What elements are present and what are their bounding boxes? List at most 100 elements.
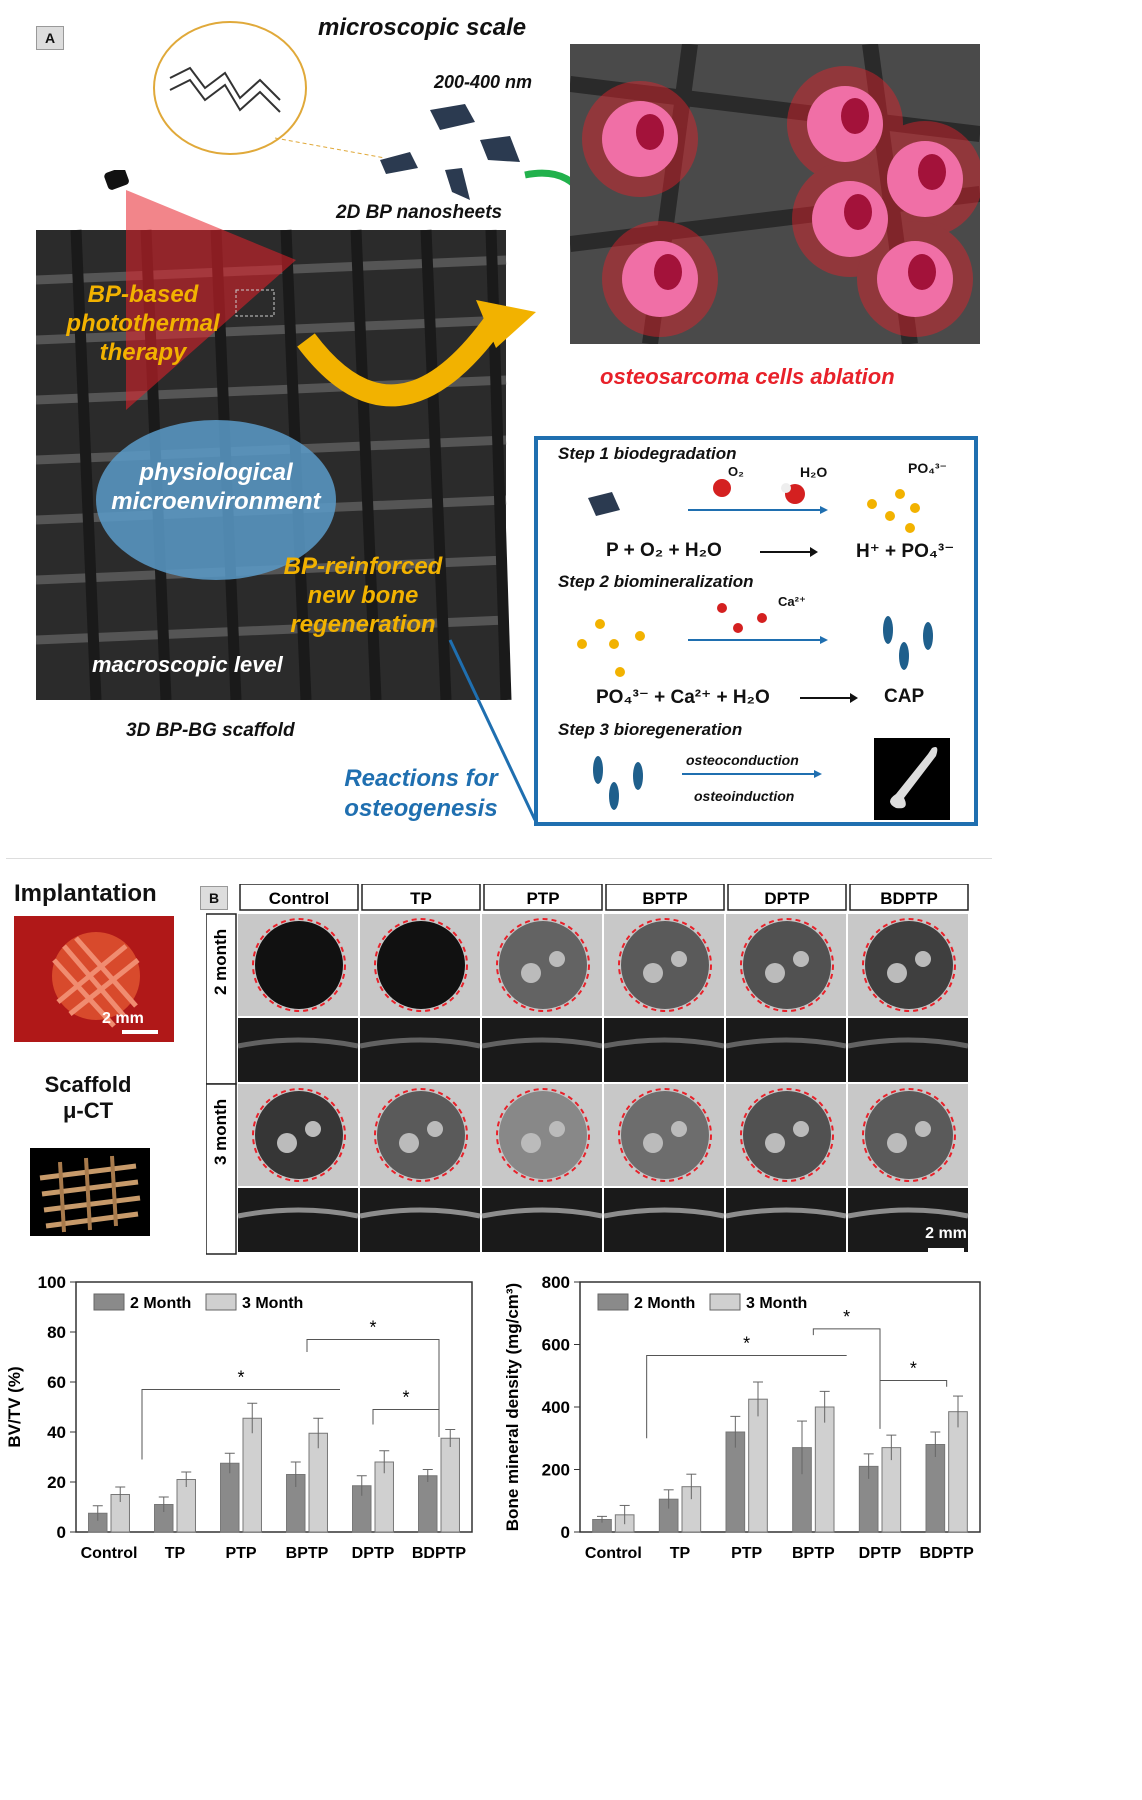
defect-outline: [618, 918, 712, 1012]
plot-frame: [75, 1281, 473, 1533]
step2-title: Step 2 biomineralization: [558, 572, 754, 591]
defect-area: [499, 921, 587, 1009]
new-bone-patch: [887, 1133, 907, 1153]
defect-area: [865, 1091, 953, 1179]
defect-outline: [252, 918, 346, 1012]
x-tick-label: TP: [670, 1545, 691, 1562]
ct-top-view: [482, 1084, 602, 1186]
bone-profile: [847, 1207, 969, 1219]
new-bone-patch: [915, 1121, 931, 1137]
defect-outline: [252, 1088, 346, 1182]
column-header-box: [727, 884, 847, 911]
scaffold-label: 3D BP-BG scaffold: [126, 720, 295, 741]
new-bone-patch: [793, 1121, 809, 1137]
legend-label: 2 Month: [130, 1295, 191, 1312]
x-tick-label: Control: [585, 1545, 642, 1562]
y-tick-label: 200: [542, 1461, 570, 1480]
y-tick-label: 20: [47, 1473, 66, 1492]
significance-bracket: [372, 1409, 440, 1425]
significance-star: *: [402, 1388, 409, 1408]
step1-h2o-label: H₂O: [800, 464, 828, 480]
osteosarcoma-cells-image: [570, 44, 980, 344]
ct-side-view: [604, 1188, 724, 1252]
new-bone-patch: [305, 1121, 321, 1137]
column-header-tp: TP: [410, 889, 432, 908]
bar: [748, 1398, 768, 1533]
defect-area: [743, 1091, 831, 1179]
y-axis-label: BV/TV (%): [5, 1366, 24, 1447]
significance-bracket: [812, 1328, 881, 1429]
defect-area: [499, 1091, 587, 1179]
defect-outline: [496, 918, 590, 1012]
step2-ca-label: Ca²⁺: [778, 594, 806, 609]
scaffold-ct-image: [30, 1148, 150, 1236]
defect-outline: [740, 918, 834, 1012]
physio-line-1: physiological: [139, 459, 293, 486]
implantation-label: Implantation: [14, 880, 157, 907]
defect-outline: [374, 1088, 468, 1182]
bone-profile: [481, 1207, 603, 1219]
column-header-control: Control: [269, 889, 329, 908]
ct-side-view: [238, 1188, 358, 1252]
y-tick-label: 80: [47, 1323, 66, 1342]
y-tick-label: 60: [47, 1373, 66, 1392]
step1-lhs: P + O₂ + H₂O: [606, 540, 722, 561]
osteo-line-2: osteogenesis: [344, 795, 498, 822]
reactions-box: [534, 436, 978, 826]
legend-swatch: [205, 1293, 237, 1311]
x-tick-label: DPTP: [859, 1545, 902, 1562]
ptt-line-1: BP-based: [87, 281, 199, 308]
row-label-2-month: 2 month: [211, 929, 230, 995]
nanosheets-label: 2D BP nanosheets: [336, 202, 503, 223]
defect-area: [255, 921, 343, 1009]
bar: [948, 1411, 968, 1533]
new-bone-patch: [765, 963, 785, 983]
new-bone-patch: [643, 1133, 663, 1153]
new-bone-patch: [915, 951, 931, 967]
step1-po4-label: PO₄³⁻: [908, 460, 947, 476]
column-header-ptp: PTP: [526, 889, 559, 908]
bone-profile: [603, 1207, 725, 1219]
new-bone-patch: [765, 1133, 785, 1153]
scaffold-ct-line-2: μ-CT: [62, 1098, 114, 1123]
step2-lhs: PO₄³⁻ + Ca²⁺ + H₂O: [596, 687, 770, 708]
nanosheet-size-label: 200-400 nm: [434, 72, 533, 92]
step1-arrow: [760, 547, 818, 557]
panel-divider: [6, 858, 992, 859]
defect-area: [621, 921, 709, 1009]
bone-profile: [847, 1037, 969, 1049]
legend-label: 3 Month: [242, 1295, 303, 1312]
column-header-box: [239, 884, 359, 911]
step1-title: Step 1 biodegradation: [558, 444, 737, 463]
step3-top-label: osteoconduction: [686, 752, 799, 768]
legend-swatch: [709, 1293, 741, 1311]
bar: [440, 1437, 460, 1533]
defect-area: [377, 921, 465, 1009]
legend-label: 2 Month: [634, 1295, 695, 1312]
new-bone-patch: [521, 1133, 541, 1153]
column-header-box: [361, 884, 481, 911]
significance-star: *: [237, 1368, 244, 1388]
column-header-box: [483, 884, 603, 911]
bone-profile: [237, 1037, 359, 1049]
significance-star: *: [369, 1318, 376, 1338]
step2-arrow: [800, 693, 858, 703]
column-header-bdptp: BDPTP: [880, 889, 938, 908]
physio-line-2: microenvironment: [111, 488, 321, 515]
microscopic-scale-label: microscopic scale: [318, 14, 527, 41]
significance-star: *: [843, 1307, 850, 1327]
ct-scale-bar: [928, 1248, 964, 1252]
bar: [814, 1406, 835, 1533]
bar: [881, 1447, 902, 1533]
new-bone-patch: [549, 1121, 565, 1137]
x-tick-label: PTP: [225, 1545, 256, 1562]
legend-swatch: [93, 1293, 125, 1311]
ptt-line-3: therapy: [99, 339, 187, 366]
column-header-bptp: BPTP: [642, 889, 687, 908]
ct-side-view: [604, 1018, 724, 1082]
x-tick-label: BPTP: [792, 1545, 835, 1562]
new-bone-patch: [399, 1133, 419, 1153]
defect-outline: [496, 1088, 590, 1182]
step1-rhs: H⁺ + PO₄³⁻: [856, 541, 955, 562]
